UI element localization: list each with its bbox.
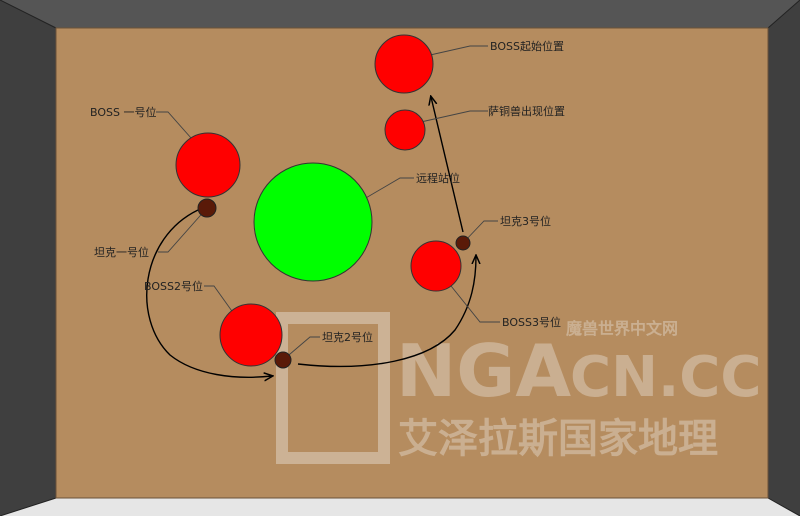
boss-pos2-marker — [219, 303, 283, 367]
path-tank2-to-tank3 — [297, 256, 476, 368]
leader-sa-appear — [402, 110, 488, 127]
path-tank1-to-tank2 — [146, 209, 272, 377]
label-sa-appear: 萨铜兽出现位置 — [488, 104, 565, 118]
tank-pos1-marker — [197, 198, 217, 218]
label-boss-pos2: BOSS2号位 — [144, 279, 203, 293]
boss-pos3-marker — [410, 240, 462, 292]
label-boss-start: BOSS起始位置 — [490, 39, 564, 53]
ranged-zone — [253, 162, 373, 282]
path-to-boss-start — [431, 97, 464, 233]
watermark-cn-small: 魔兽世界中文网 — [566, 319, 678, 338]
leader-tank3 — [462, 220, 498, 244]
movement-paths — [146, 97, 476, 377]
tank-pos2-marker — [274, 351, 292, 369]
leader-tank2 — [282, 336, 320, 361]
wall-bottom — [0, 498, 800, 516]
label-boss-pos3: BOSS3号位 — [502, 315, 561, 329]
wall-top — [0, 0, 800, 28]
boss-pos1-marker — [175, 132, 241, 198]
watermark-logo-frame — [276, 312, 390, 464]
watermark-cn-large: 艾泽拉斯国家地理 — [398, 416, 718, 462]
watermark: NGA CN.CC 魔兽世界中文网 艾泽拉斯国家地理 — [276, 312, 761, 464]
label-boss-pos1: BOSS 一号位 — [90, 105, 156, 119]
label-tank-pos2: 坦克2号位 — [322, 330, 373, 344]
label-ranged-station: 远程站位 — [416, 171, 460, 185]
watermark-domain-text: CN.CC — [570, 345, 761, 410]
boss-start-marker — [374, 34, 434, 94]
label-tank-pos1: 坦克一号位 — [94, 245, 149, 259]
wall-left — [0, 0, 56, 516]
wall-right — [768, 0, 800, 516]
sa-appear-marker — [384, 109, 426, 151]
label-tank-pos3: 坦克3号位 — [500, 214, 551, 228]
tank-pos3-marker — [455, 235, 471, 251]
leader-tank1 — [158, 207, 208, 253]
watermark-logo-text: NGA — [396, 329, 571, 413]
